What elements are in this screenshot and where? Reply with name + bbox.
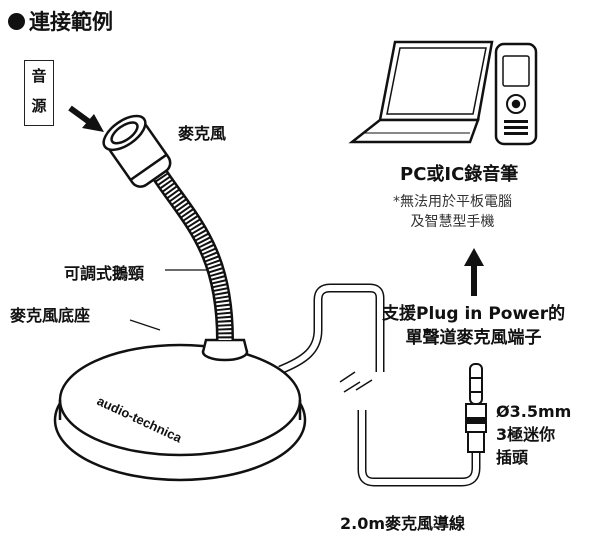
device-note-line: 及智慧型手機 [410,214,495,230]
bullet-icon [8,13,25,30]
plug-support-label: 支援Plug in Power的 單聲道麥克風端子 [382,302,565,350]
microphone-head [102,114,172,188]
ic-recorder-icon [494,42,538,146]
cable-label: 2.0m麥克風導線 [340,514,466,533]
source-label-char: 音 [31,67,47,85]
plug-support-line: 支援Plug in Power的 [382,304,566,324]
microphone-base: audio-technica [53,338,307,482]
base-label: 麥克風底座 [10,306,91,325]
title-text: 連接範例 [29,10,113,34]
plug-spec-line: 插頭 [496,448,529,467]
gooseneck [152,170,234,341]
microphone-cable [278,283,481,487]
laptop-icon [348,40,494,144]
plug-spec-line: 3極迷你 [496,425,556,444]
up-arrow-icon [464,248,484,296]
device-note-line: *無法用於平板電腦 [393,194,512,210]
audio-source-box: 音 源 [24,60,54,126]
gooseneck-label: 可調式鵝頸 [64,264,145,283]
page-title: 連接範例 [8,6,113,36]
source-label-char: 源 [31,97,47,115]
device-note: *無法用於平板電腦 及智慧型手機 [393,192,512,232]
plug-spec-label: Ø3.5mm 3極迷你 插頭 [496,400,571,469]
source-arrow-icon [68,105,104,132]
mini-plug-icon [465,363,487,453]
microphone-label: 麥克風 [178,124,227,143]
device-label: PC或IC錄音筆 [400,164,519,185]
plug-spec-line: Ø3.5mm [496,402,572,421]
plug-support-line: 單聲道麥克風端子 [405,328,542,348]
